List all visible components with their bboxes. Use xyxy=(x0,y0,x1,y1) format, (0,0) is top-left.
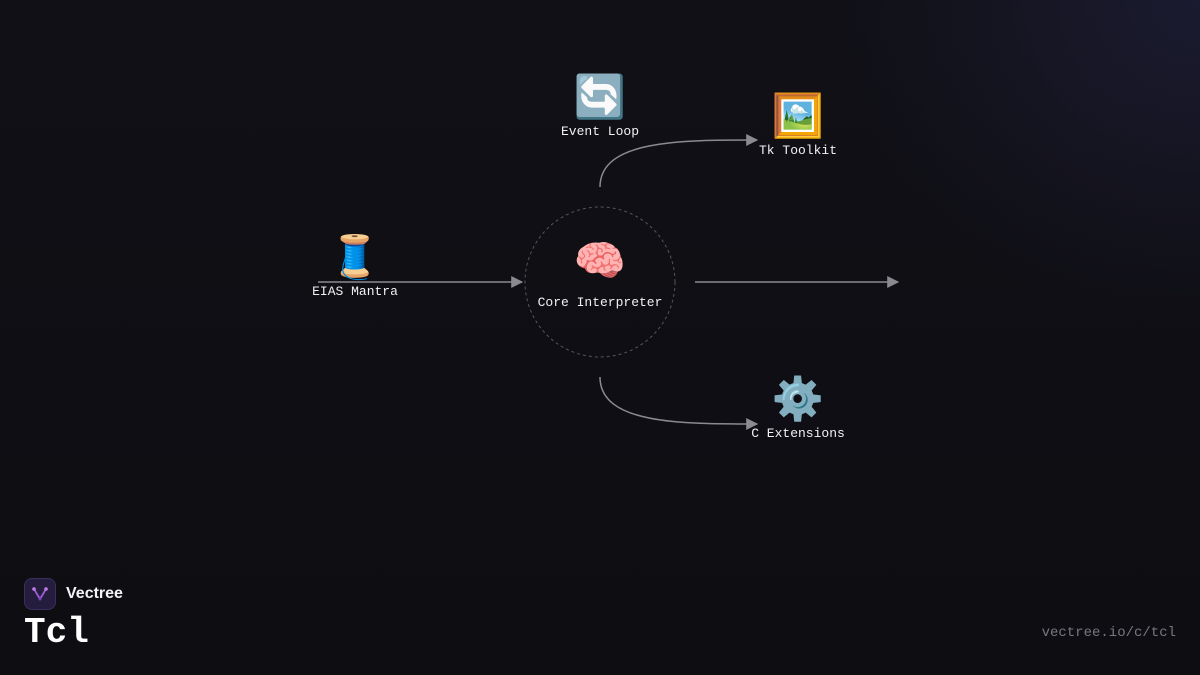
product-title: Tcl xyxy=(24,612,89,653)
node-core-interpreter: 🧠 Core Interpreter xyxy=(538,237,663,311)
core-ring xyxy=(524,206,676,358)
node-event-loop: 🔄 Event Loop xyxy=(561,73,639,140)
edge-core-to-c-extensions xyxy=(599,376,759,430)
node-eias-mantra: 🧵 EIAS Mantra xyxy=(312,233,398,300)
node-label-event-loop: Event Loop xyxy=(560,124,640,139)
vectree-logo-icon xyxy=(24,578,56,610)
node-label-tk-toolkit: Tk Toolkit xyxy=(758,143,838,158)
gear-icon: ⚙️ xyxy=(771,374,825,423)
brand-block: Vectree Tcl xyxy=(24,577,123,653)
brand-name: Vectree xyxy=(66,585,123,602)
source-url: vectree.io/c/tcl xyxy=(1041,625,1176,641)
node-c-extensions: ⚙️ C Extensions xyxy=(751,375,845,442)
brain-icon: 🧠 xyxy=(573,236,627,285)
node-tk-toolkit: 🖼️ Tk Toolkit xyxy=(759,92,837,159)
cycle-arrows-icon: 🔄 xyxy=(573,72,627,121)
framed-picture-icon: 🖼️ xyxy=(771,91,825,140)
node-label-core-interpreter: Core Interpreter xyxy=(537,295,663,310)
edge-core-to-tk-toolkit xyxy=(599,134,759,188)
brand-row: Vectree xyxy=(24,577,123,611)
node-label-c-extensions: C Extensions xyxy=(751,426,845,441)
spool-of-thread-icon: 🧵 xyxy=(328,232,382,281)
node-label-eias-mantra: EIAS Mantra xyxy=(312,284,398,299)
